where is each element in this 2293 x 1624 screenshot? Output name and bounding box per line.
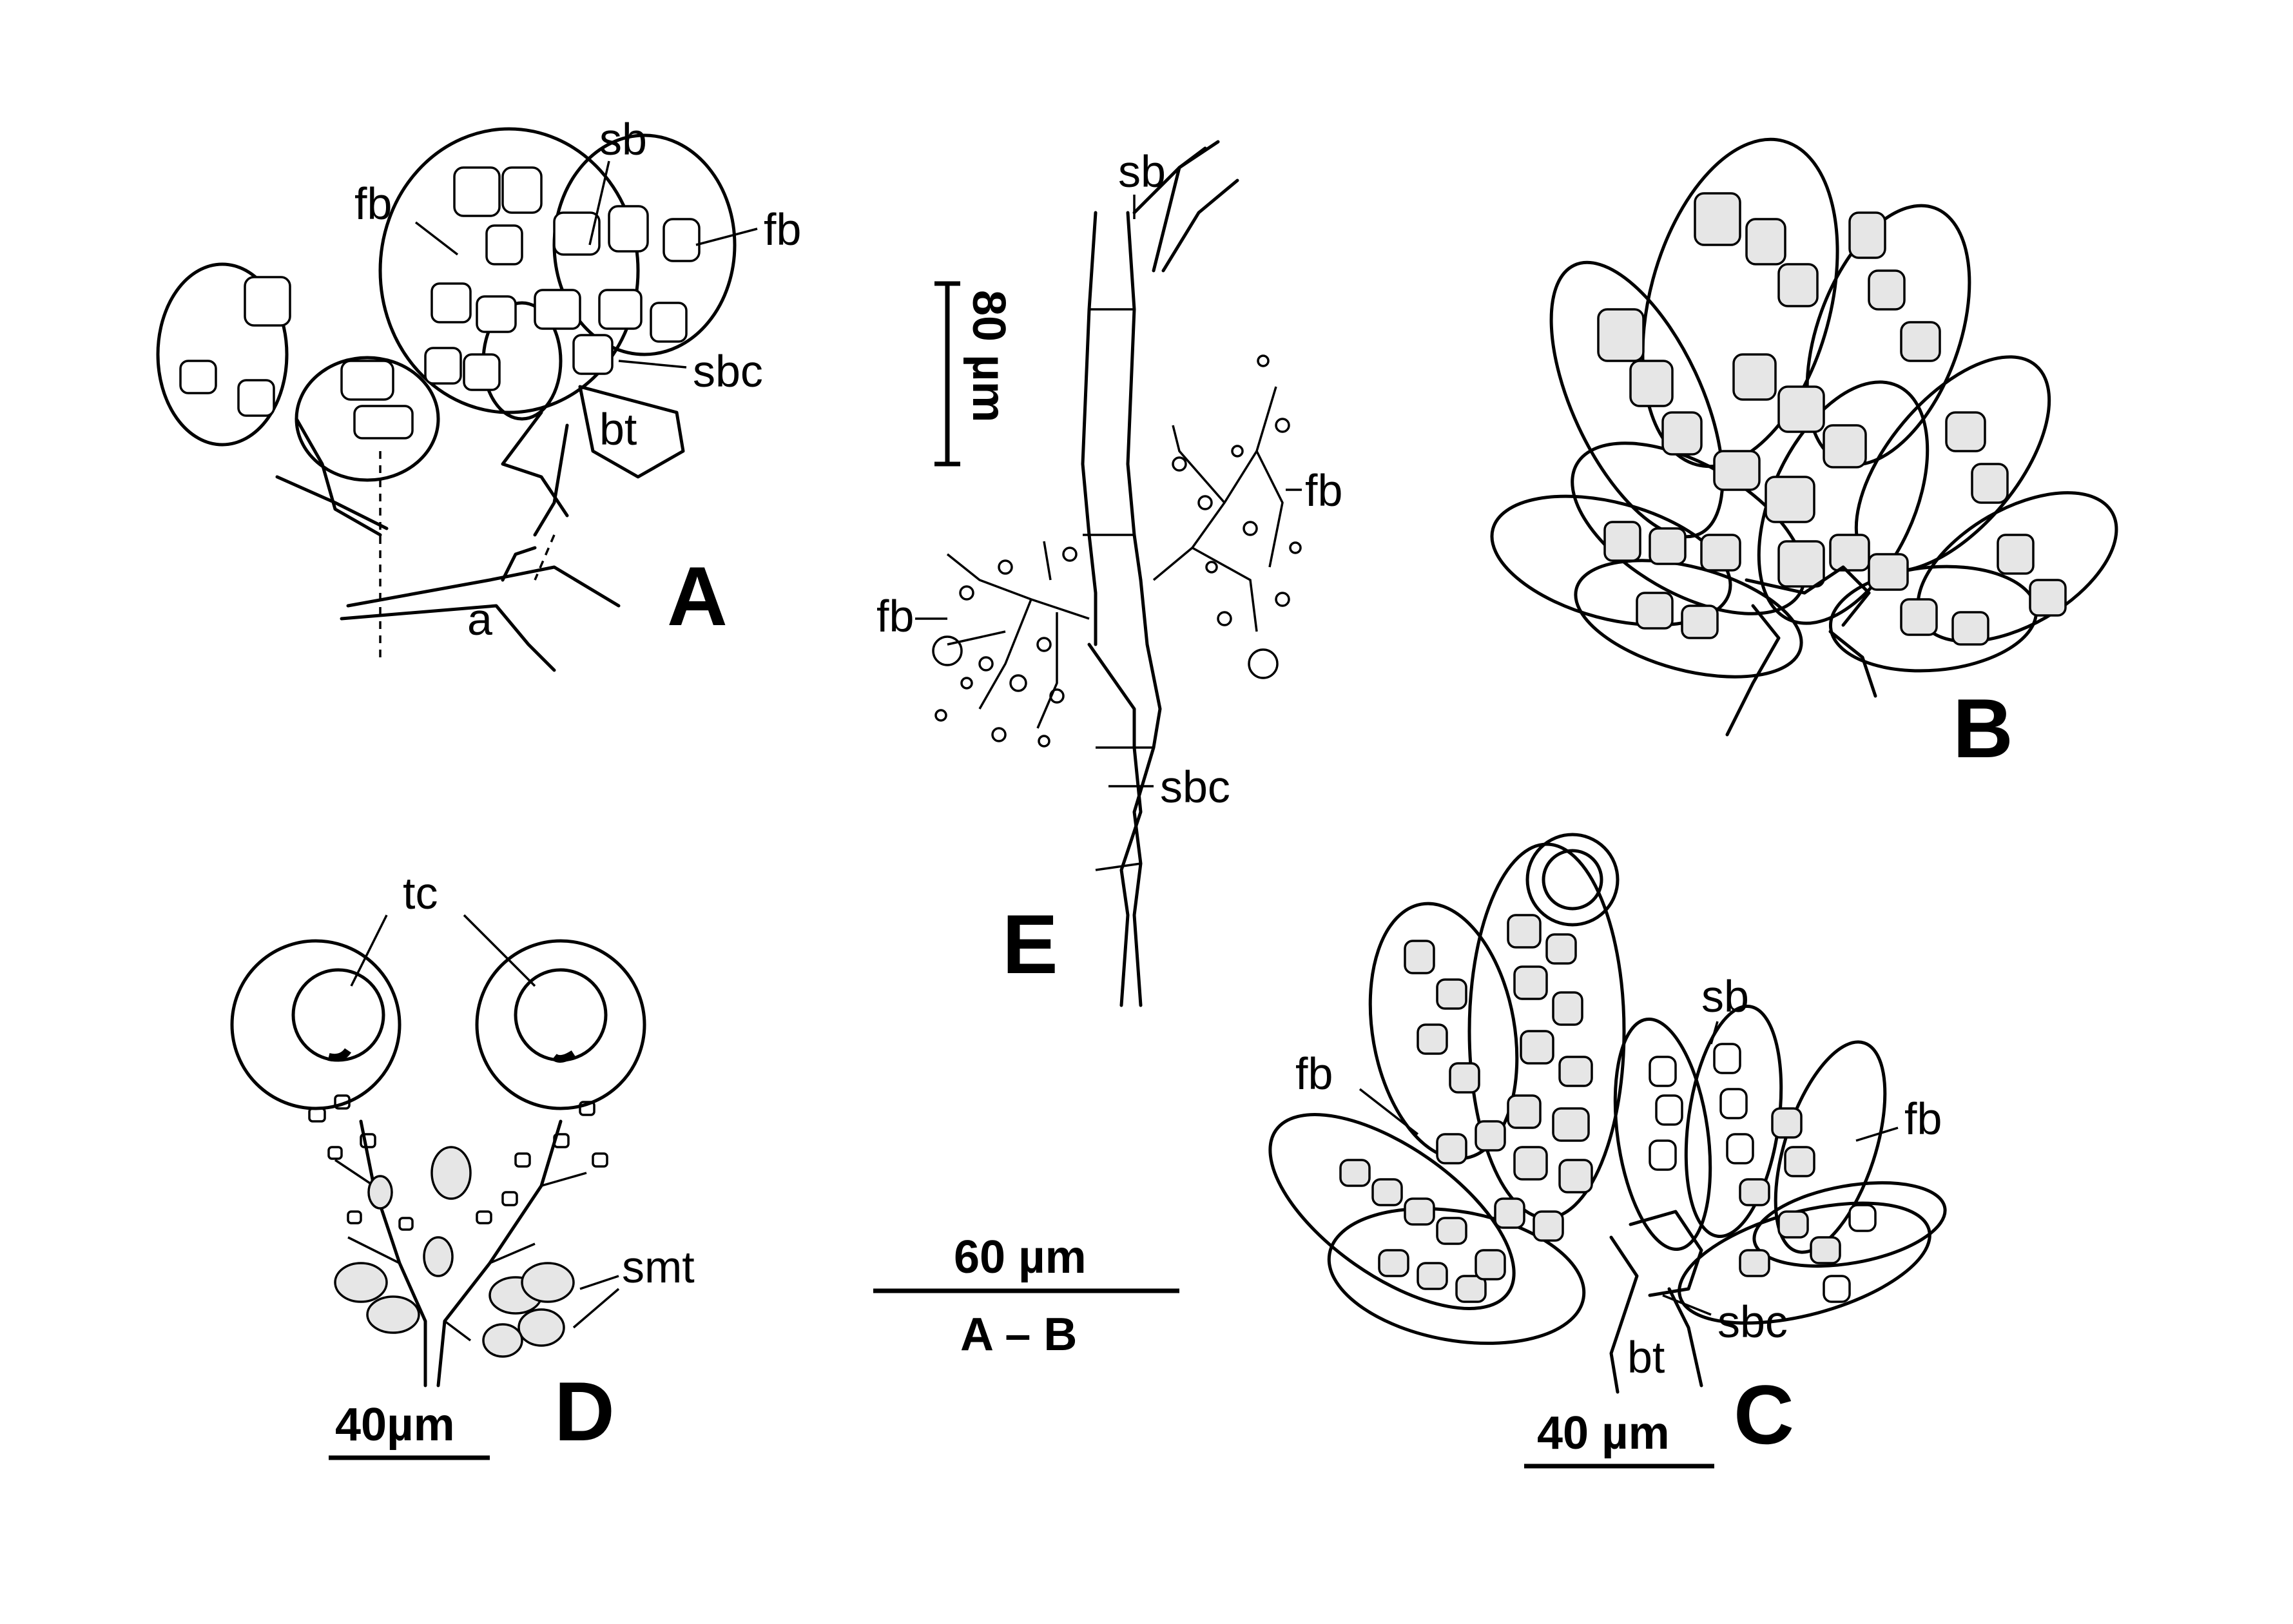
svg-text:80 µm: 80 µm (963, 290, 1014, 423)
panel-e-letter: E (1002, 897, 1058, 991)
panel-e-scale-bar: 80 µm (934, 281, 1014, 467)
svg-text:40 µm: 40 µm (1537, 1407, 1670, 1459)
panel-d-label-tc: tc (403, 868, 438, 918)
panel-d-letter: D (554, 1364, 615, 1458)
svg-text:40µm: 40µm (335, 1399, 455, 1451)
panel-c-label-bt: bt (1627, 1332, 1665, 1382)
panel-d-drawing (230, 914, 646, 1387)
panel-d-label-smt: smt (622, 1242, 695, 1292)
panel-b-letter: B (1953, 681, 2013, 775)
panel-c-drawing (1268, 833, 1947, 1394)
panel-e-drawing (915, 140, 1302, 1007)
panel-b-drawing (1490, 137, 2118, 737)
panel-a-label-bt: bt (599, 404, 637, 454)
shared-scale-bar: 60 µm A – B (873, 1232, 1179, 1360)
panel-c-label-sbc: sbc (1717, 1297, 1788, 1347)
panel-d-scale-bar: 40µm (329, 1399, 490, 1460)
panel-a-label-fb-right: fb (764, 204, 801, 255)
panel-a-drawing (156, 127, 758, 672)
panel-a-label-sb: sb (599, 114, 647, 164)
panel-a-label-fb-left: fb (354, 179, 392, 229)
panel-e-label-sb: sb (1118, 146, 1166, 197)
panel-a-label-a: a (467, 594, 492, 644)
panel-e-label-fb-left: fb (876, 591, 914, 641)
panel-c-letter: C (1734, 1368, 1794, 1462)
svg-text:60 µm: 60 µm (954, 1232, 1087, 1283)
panel-a-letter: A (667, 549, 728, 643)
panel-e-label-fb-right: fb (1305, 465, 1342, 516)
panel-a-label-sbc: sbc (693, 346, 763, 396)
panel-e-label-sbc: sbc (1160, 762, 1230, 812)
svg-text:A – B: A – B (960, 1309, 1077, 1360)
panel-c-label-fb-left: fb (1295, 1049, 1333, 1099)
panel-c-label-fb-right: fb (1904, 1094, 1942, 1144)
panel-c-label-sb: sb (1701, 971, 1749, 1021)
panel-c-scale-bar: 40 µm (1524, 1407, 1714, 1469)
